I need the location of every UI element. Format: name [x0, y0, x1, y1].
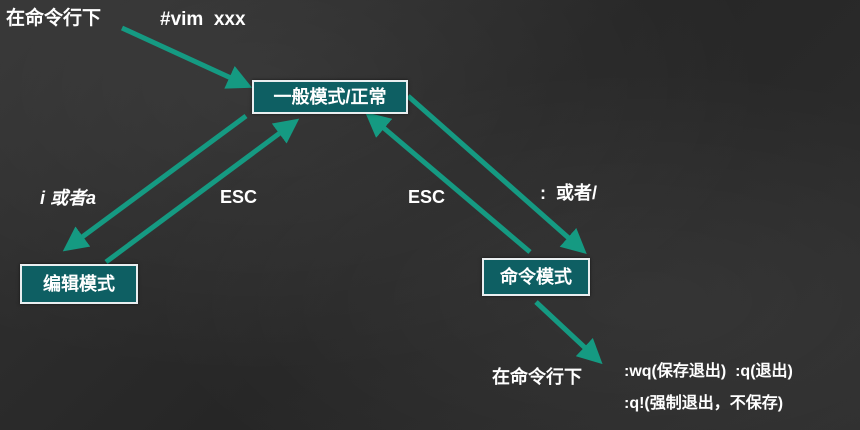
command-keys-label: : 或者/ — [540, 183, 597, 203]
insert-keys-label: i 或者a — [40, 188, 97, 208]
arrow-normal-to-command — [406, 94, 587, 254]
arrow-normal-to-edit — [62, 113, 248, 252]
esc-right-label: ESC — [408, 187, 446, 207]
command-mode-node: 命令模式 — [482, 258, 590, 296]
normal-mode-node: 一般模式/正常 — [252, 80, 408, 114]
edit-mode-node: 编辑模式 — [20, 264, 138, 304]
arrow-command-to-exit — [534, 300, 603, 365]
arrow-command-to-normal — [365, 112, 532, 254]
esc-left-label: ESC — [220, 187, 258, 207]
bottom-command-line-label: 在命令行下 — [492, 367, 582, 387]
top-command-line-label: 在命令行下 — [6, 8, 102, 29]
save-quit-label: :wq(保存退出) :q(退出) — [624, 363, 793, 380]
vim-command-label: #vim xxx — [160, 9, 246, 30]
arrow-edit-to-normal — [104, 118, 300, 265]
arrow-start-to-normal — [120, 25, 253, 89]
force-quit-label: :q!(强制退出，不保存) — [624, 395, 784, 412]
